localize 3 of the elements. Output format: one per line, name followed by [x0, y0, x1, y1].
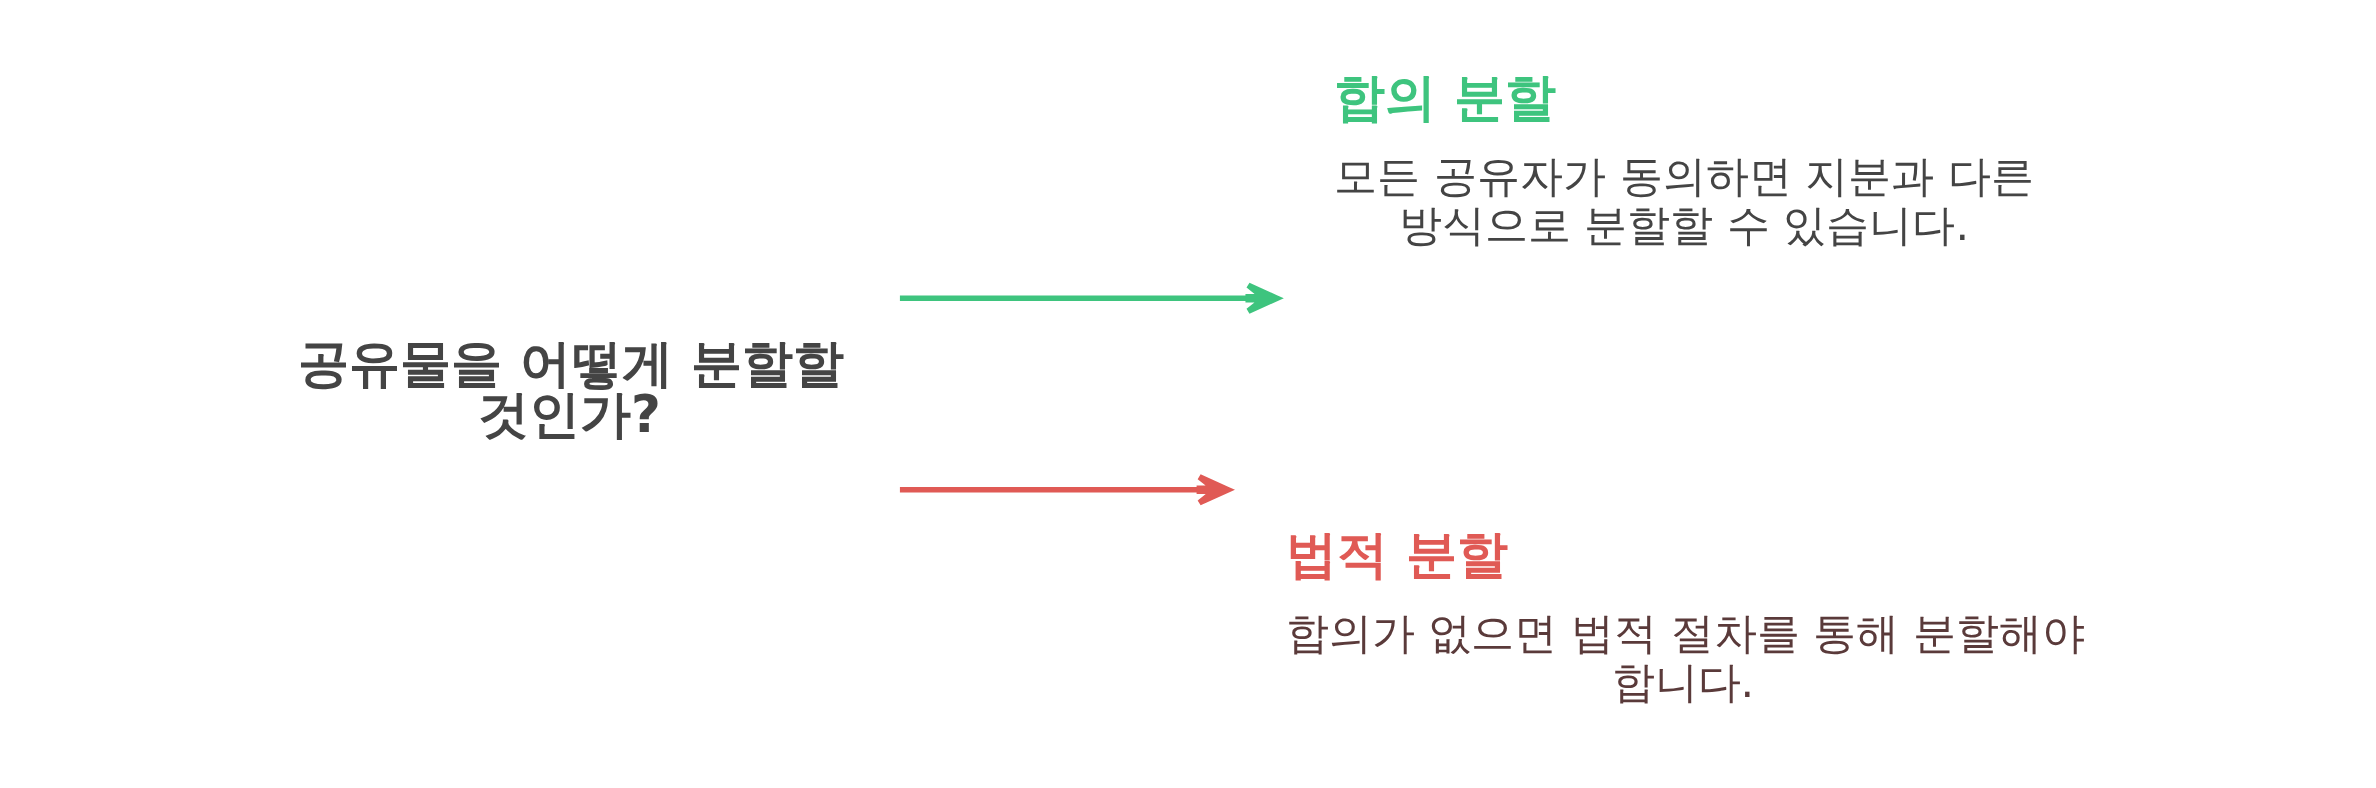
node-text: 공유물을 어떻게 분할할 것인가?: [297, 332, 844, 445]
node-text: 합의 분할 모든 공유자가 동의하면 지분과 다른 방식으로 분할할 수 있습니다.: [1333, 67, 2034, 250]
node-text: 법적 분할 합의가 없으면 법적 절차를 통해 분할해야 합니다.: [1285, 524, 2085, 708]
